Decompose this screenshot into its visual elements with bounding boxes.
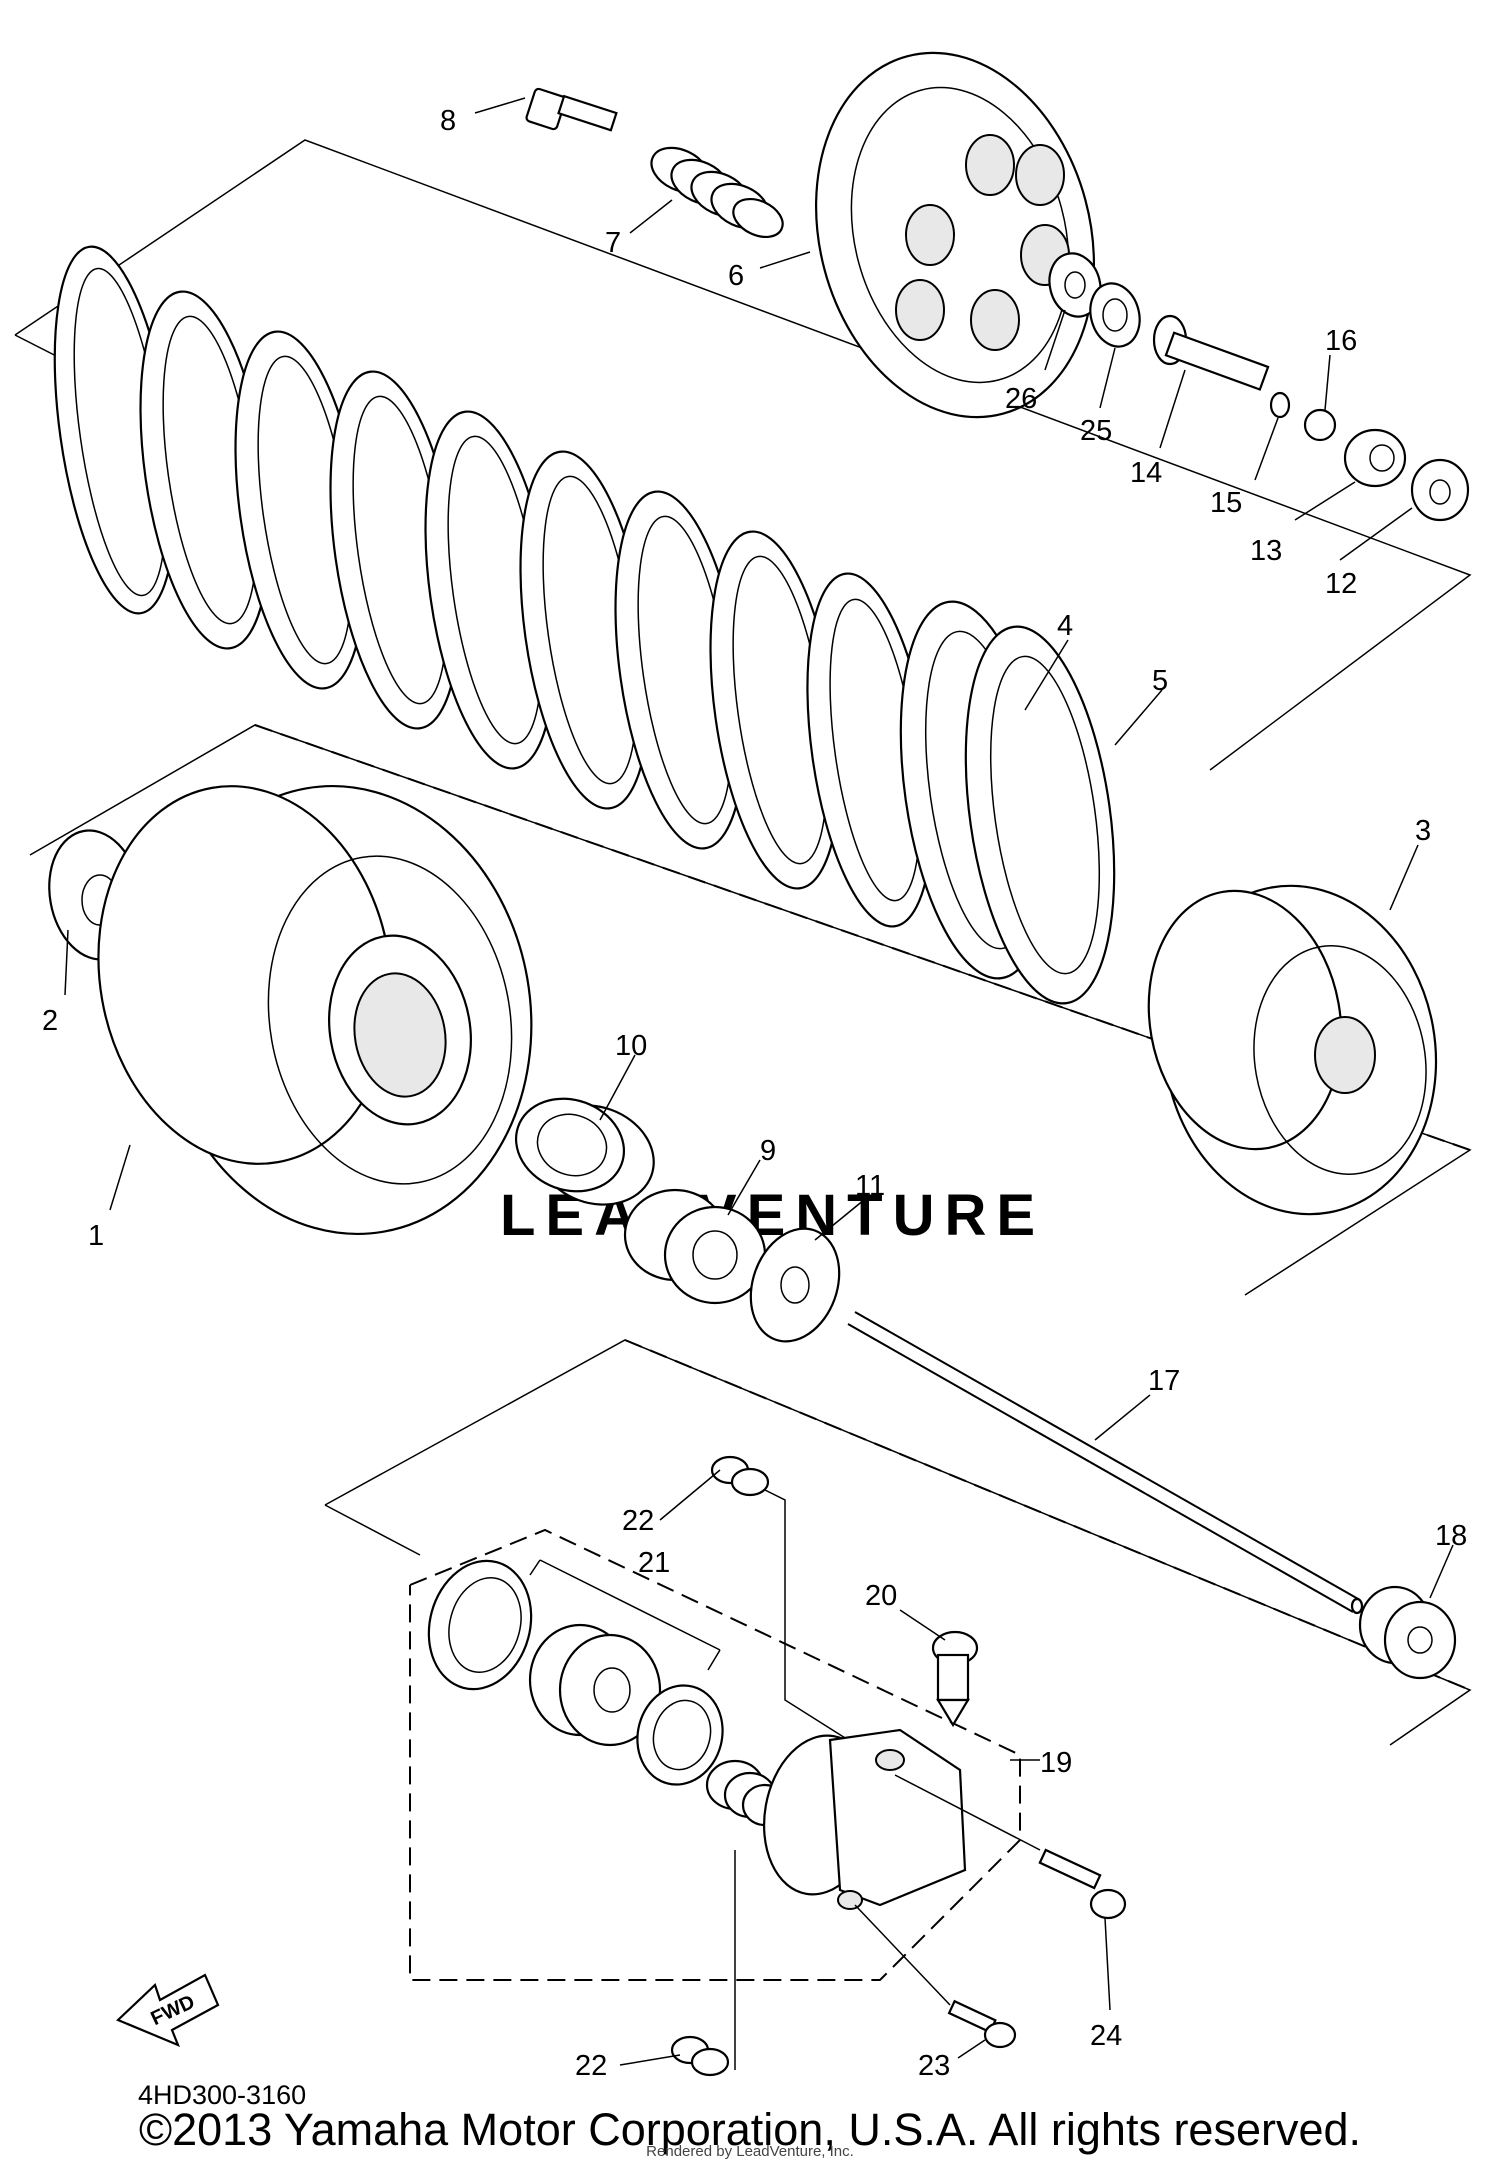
o-ring-15 — [1269, 391, 1291, 419]
bolt-8 — [525, 87, 618, 132]
bolt-23 — [947, 1999, 1017, 2049]
callout-16: 16 — [1325, 325, 1357, 357]
callout-25: 25 — [1080, 415, 1112, 447]
callout-12: 12 — [1325, 568, 1357, 600]
pressure-plate — [814, 51, 1096, 419]
rendered-by-note: Rendered by LeadVenture, Inc. — [646, 2143, 854, 2160]
dowel-guide-lines — [734, 1489, 881, 2070]
callout-3: 3 — [1415, 815, 1431, 847]
lock-washer-12 — [1410, 458, 1470, 522]
callout-14: 14 — [1130, 457, 1162, 489]
callout-4: 4 — [1057, 610, 1073, 642]
release-seal-21a — [427, 1559, 533, 1691]
callout-6: 6 — [728, 260, 744, 292]
spacer-9 — [623, 1188, 767, 1305]
spring-7 — [650, 146, 784, 239]
release-piston-21b — [528, 1623, 662, 1747]
callout-1: 1 — [88, 1220, 104, 1252]
kit-21-bracket — [529, 1559, 721, 1671]
callout-5: 5 — [1152, 665, 1168, 697]
assembly-outline-middle — [29, 724, 1472, 1296]
callout-18: 18 — [1435, 1520, 1467, 1552]
bolt-guide-lines — [854, 1774, 1041, 2006]
callout-labels: 8 7 6 26 25 14 15 16 13 12 4 5 3 2 1 10 … — [42, 105, 1467, 2082]
washer-11 — [749, 1227, 841, 1343]
seal-18 — [1358, 1585, 1457, 1680]
clutch-housing-1 — [97, 785, 533, 1235]
callout-15: 15 — [1210, 487, 1242, 519]
callout-10: 10 — [615, 1030, 647, 1062]
dowel-pin-22-top — [710, 1455, 770, 1497]
assembly-outline-lower — [324, 1339, 1472, 1746]
callout-24: 24 — [1090, 2020, 1122, 2052]
push-rod-17 — [847, 1311, 1364, 1615]
clutch-boss-3 — [1147, 884, 1438, 1216]
callout-26: 26 — [1005, 383, 1037, 415]
callout-7: 7 — [605, 227, 621, 259]
nut-13 — [1343, 428, 1407, 488]
copyright-notice: ©2013 Yamaha Motor Corporation, U.S.A. A… — [138, 2104, 1362, 2155]
callout-22-bottom: 22 — [575, 2050, 607, 2082]
callout-20: 20 — [865, 1580, 897, 1612]
dowel-pin-22-bottom — [670, 2035, 730, 2077]
callout-9: 9 — [760, 1135, 776, 1167]
clutch-plate-stack — [53, 245, 1116, 1005]
push-rod-14 — [1152, 314, 1270, 391]
needle-bearing-10 — [514, 1097, 655, 1206]
callout-17: 17 — [1148, 1365, 1180, 1397]
callout-22-top: 22 — [622, 1505, 654, 1537]
callout-11: 11 — [855, 1170, 885, 1202]
callout-8: 8 — [440, 105, 456, 137]
callout-leaders — [64, 97, 1454, 2066]
part-code: 4HD300-3160 — [138, 2080, 307, 2110]
callout-2: 2 — [42, 1005, 58, 1037]
callout-21: 21 — [638, 1547, 670, 1579]
release-seal-21c — [636, 1684, 724, 1786]
ball-16 — [1303, 408, 1337, 442]
callout-19: 19 — [1040, 1747, 1072, 1779]
bleed-screw-20 — [931, 1630, 979, 1728]
bearing-25 — [1089, 282, 1141, 348]
fwd-arrow-icon: FWD — [116, 1973, 220, 2048]
bolt-24 — [1038, 1848, 1127, 1920]
washer-26 — [1048, 252, 1102, 318]
release-cylinder-19 — [762, 1728, 967, 1910]
callout-13: 13 — [1250, 535, 1282, 567]
callout-23: 23 — [918, 2050, 950, 2082]
